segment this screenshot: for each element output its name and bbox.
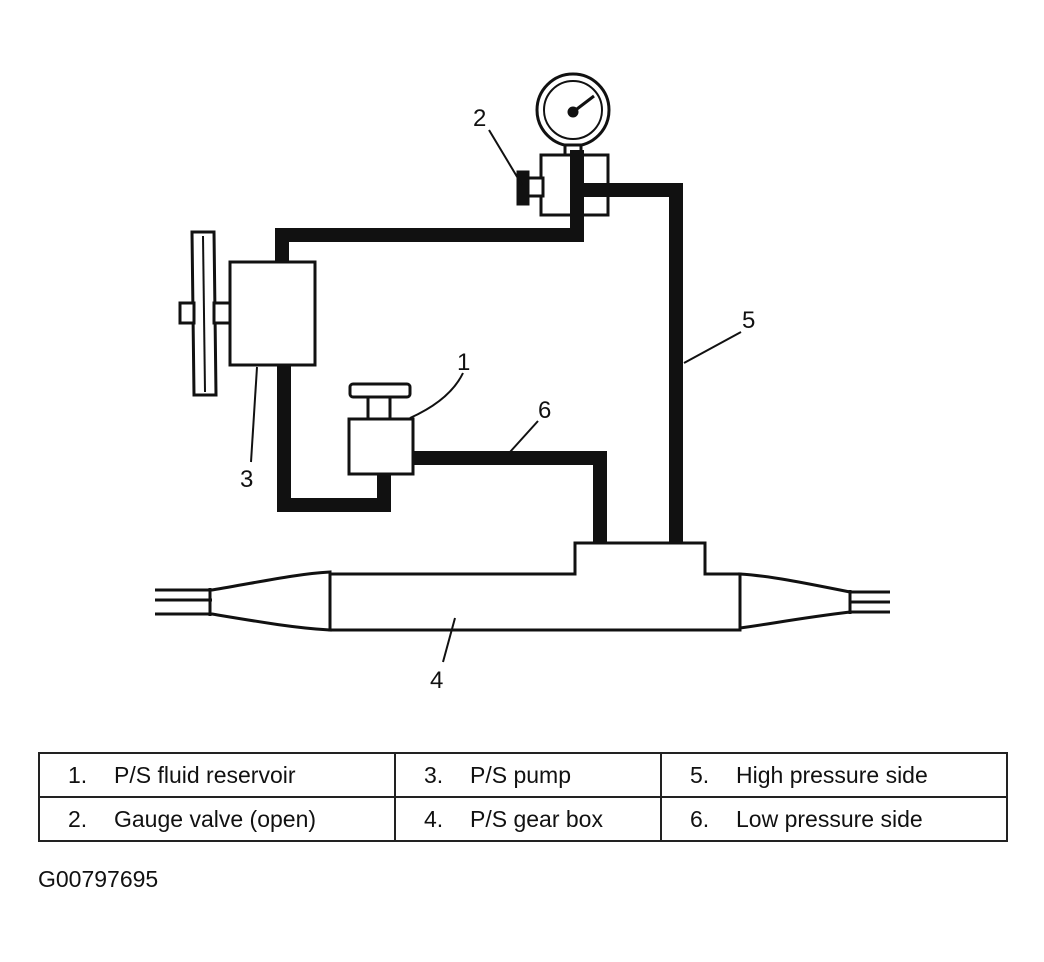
high-pressure-hose <box>577 183 683 543</box>
callout-2: 2 <box>473 105 486 132</box>
legend-table: 1.P/S fluid reservoir 3.P/S pump 5.High … <box>38 752 1008 842</box>
legend-item-gauge-valve: 2.Gauge valve (open) <box>38 796 396 842</box>
callout-4: 4 <box>430 667 443 694</box>
legend-item-high-pressure: 5.High pressure side <box>660 752 1008 798</box>
pump-body <box>228 260 317 367</box>
legend-row: 2.Gauge valve (open) 4.P/S gear box 6.Lo… <box>38 796 1008 842</box>
gear-box <box>155 541 890 632</box>
pulley <box>178 230 232 397</box>
callout-5: 5 <box>742 307 755 334</box>
gauge-valve <box>516 170 545 206</box>
legend-item-pump: 3.P/S pump <box>394 752 662 798</box>
legend-row: 1.P/S fluid reservoir 3.P/S pump 5.High … <box>38 752 1008 798</box>
legend-item-gear-box: 4.P/S gear box <box>394 796 662 842</box>
pump-to-gauge-hose <box>275 150 584 262</box>
power-steering-pressure-test-diagram: 1 2 3 4 5 6 <box>155 72 890 694</box>
callout-1: 1 <box>457 349 470 376</box>
reservoir <box>347 382 415 476</box>
hoses <box>275 150 683 543</box>
legend-item-low-pressure: 6.Low pressure side <box>660 796 1008 842</box>
pump-to-reservoir-hose <box>277 365 391 512</box>
leader-lines <box>250 129 742 663</box>
low-pressure-hose <box>413 451 607 543</box>
callout-3: 3 <box>240 466 253 493</box>
callout-6: 6 <box>538 397 551 424</box>
figure-id: G00797695 <box>38 866 159 892</box>
legend-item-reservoir: 1.P/S fluid reservoir <box>38 752 396 798</box>
